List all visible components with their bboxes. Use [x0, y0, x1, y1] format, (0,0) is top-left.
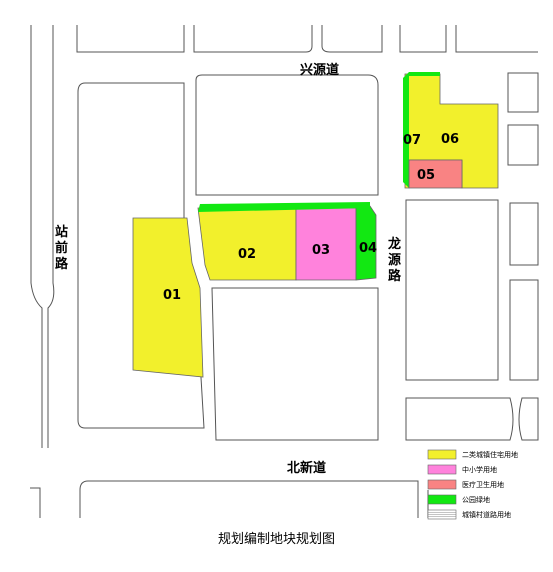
- road-right-char: 路: [388, 268, 402, 284]
- parcel-05-area: [408, 159, 463, 189]
- parcel-label-04: 04: [359, 241, 377, 256]
- block-left-strip-inner: [47, 25, 55, 448]
- block-outlines: [30, 25, 539, 518]
- road-label-right: 龙源路: [388, 236, 402, 284]
- block-right-grid-2: [509, 202, 539, 266]
- parcel-06-top-green: [409, 72, 440, 76]
- road-left-char: 前: [55, 240, 68, 256]
- block-middle-bottom: [211, 287, 379, 441]
- legend-label: 医疗卫生用地: [462, 480, 504, 489]
- road-label-left: 站前路: [55, 224, 69, 272]
- block-right-grid-3: [509, 279, 539, 381]
- legend-swatch: [427, 449, 457, 460]
- parcel-label-06: 06: [441, 132, 459, 147]
- block-right-grid: [405, 199, 499, 381]
- block-bottom-left: [30, 487, 41, 518]
- parcel-02-green-strip: [198, 202, 370, 212]
- block-right-mid: [507, 124, 539, 166]
- block-bottom-main: [79, 480, 419, 518]
- block-top-1: [76, 25, 185, 53]
- legend-swatch: [427, 479, 457, 490]
- parcel-01-area: [132, 217, 204, 378]
- legend-label: 中小学用地: [462, 465, 497, 474]
- parcel-label-03: 03: [312, 243, 330, 258]
- map-caption: 规划编制地块规划图: [217, 532, 335, 547]
- block-top-2: [193, 25, 313, 53]
- block-right-bottom-2: [518, 397, 539, 441]
- parcel-02-area: [197, 207, 297, 281]
- block-top-3: [321, 25, 383, 53]
- legend-swatch: [427, 464, 457, 475]
- road-left-char: 站: [55, 224, 68, 240]
- legend-swatch: [427, 494, 457, 505]
- road-left-char: 路: [55, 256, 69, 272]
- block-top-4: [399, 25, 447, 53]
- legend-label: 城镇村道路用地: [462, 510, 511, 519]
- block-right-top: [507, 72, 539, 113]
- block-right-bottom: [405, 397, 514, 441]
- road-label-top: 兴源道: [300, 62, 339, 78]
- block-top-5: [455, 25, 538, 53]
- parcel-label-05: 05: [417, 168, 435, 183]
- block-left-strip: [30, 25, 43, 448]
- legend-label: 公园绿地: [462, 495, 490, 504]
- block-middle-top: [195, 74, 379, 196]
- parcel-label-02: 02: [238, 247, 256, 262]
- road-right-char: 龙: [388, 236, 401, 252]
- road-label-bottom: 北新道: [287, 460, 326, 476]
- parcel-label-01: 01: [163, 288, 181, 303]
- parcel-07-area: [403, 72, 409, 188]
- parcel-label-07: 07: [403, 133, 421, 148]
- legend-label: 二类城镇住宅用地: [462, 450, 518, 459]
- road-right-char: 源: [388, 252, 401, 268]
